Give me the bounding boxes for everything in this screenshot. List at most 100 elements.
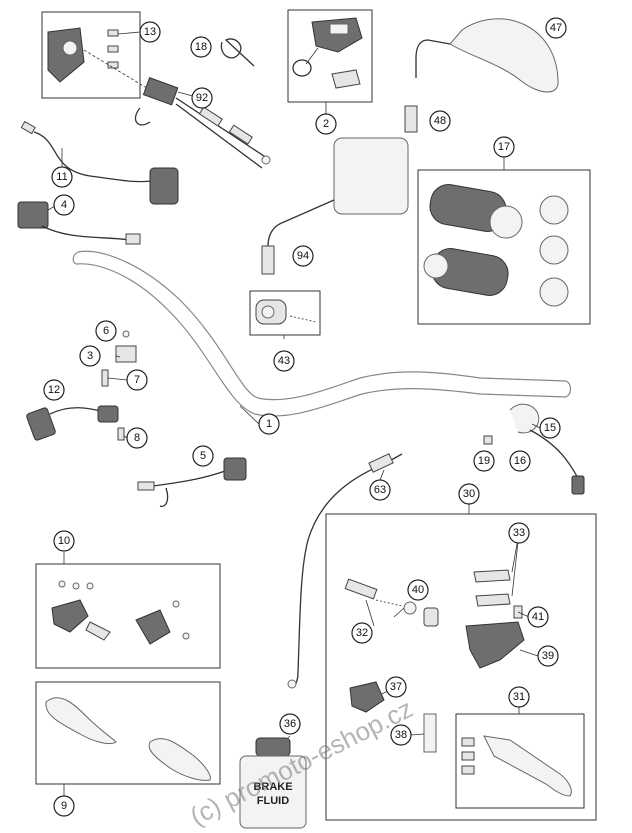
group-box-13 (41, 11, 141, 99)
callout-label: 5 (200, 450, 206, 462)
callout-8: 8 (126, 427, 148, 449)
callout-label: 18 (195, 41, 207, 53)
callout-label: 48 (434, 115, 446, 127)
callout-39: 39 (537, 645, 559, 667)
lever-bracket-parts (51, 580, 190, 645)
callout-11: 11 (51, 166, 73, 188)
callout-6: 6 (95, 320, 117, 342)
clamp (255, 299, 317, 325)
bracket-small (101, 330, 137, 387)
brake-lever (461, 735, 572, 797)
callout-9: 9 (53, 795, 75, 817)
handlebar (72, 250, 572, 417)
callout-2: 2 (315, 113, 337, 135)
callout-label: 1 (266, 418, 272, 430)
hand-guards (45, 697, 211, 781)
group-box-43 (249, 290, 321, 336)
callout-7: 7 (126, 369, 148, 391)
callout-36: 36 (279, 713, 301, 735)
callout-label: 12 (48, 384, 60, 396)
callout-47: 47 (545, 17, 567, 39)
group-box-9 (35, 681, 221, 785)
bottle-label-line1: BRAKE (253, 781, 292, 793)
callout-label: 40 (412, 584, 424, 596)
callout-label: 8 (134, 432, 140, 444)
callout-10: 10 (53, 530, 75, 552)
callout-label: 32 (356, 627, 368, 639)
callout-label: 43 (278, 355, 290, 367)
callout-1: 1 (258, 413, 280, 435)
callout-label: 36 (284, 718, 296, 730)
square-mirror (261, 137, 409, 275)
callout-label: 39 (542, 650, 554, 662)
callout-92: 92 (191, 87, 213, 109)
callout-13: 13 (139, 21, 161, 43)
spacer (404, 105, 418, 133)
callout-43: 43 (273, 350, 295, 372)
callout-48: 48 (429, 110, 451, 132)
callout-16: 16 (509, 450, 531, 472)
callout-17: 17 (493, 136, 515, 158)
callout-label: 10 (58, 535, 70, 547)
callout-label: 92 (196, 92, 208, 104)
kill-switch (17, 201, 141, 245)
callout-label: 2 (323, 118, 329, 130)
callout-94: 94 (292, 245, 314, 267)
callout-label: 41 (532, 611, 544, 623)
dashboard-switch (292, 17, 363, 89)
master-cylinder (344, 569, 525, 753)
callout-63: 63 (369, 479, 391, 501)
switch-housing (47, 27, 151, 91)
mirror (415, 18, 559, 93)
group-box-10 (35, 563, 221, 669)
brake-fluid-bottle (239, 737, 307, 829)
start-switch-cable (20, 120, 179, 205)
cable-tie (220, 38, 255, 67)
group-box-2 (287, 9, 373, 103)
callout-label: 63 (374, 484, 386, 496)
callout-30: 30 (458, 483, 480, 505)
callout-label: 37 (390, 681, 402, 693)
group-box-30 (325, 513, 597, 821)
callout-label: 17 (498, 141, 510, 153)
clamp-right (483, 403, 585, 495)
callout-5: 5 (192, 445, 214, 467)
callout-label: 33 (513, 527, 525, 539)
callout-3: 3 (79, 345, 101, 367)
callout-4: 4 (53, 194, 75, 216)
callout-41: 41 (527, 606, 549, 628)
callout-38: 38 (390, 724, 412, 746)
callout-label: 38 (395, 729, 407, 741)
callout-label: 94 (297, 250, 309, 262)
callout-label: 16 (514, 455, 526, 467)
callout-label: 4 (61, 199, 67, 211)
callout-label: 13 (144, 26, 156, 38)
grips (423, 184, 569, 307)
callout-label: 47 (550, 22, 562, 34)
wiring-harness (137, 457, 247, 507)
callout-label: 30 (463, 488, 475, 500)
callout-19: 19 (473, 450, 495, 472)
callout-18: 18 (190, 36, 212, 58)
callout-label: 11 (56, 171, 67, 183)
callout-12: 12 (43, 379, 65, 401)
throttle-cable (134, 77, 271, 169)
callout-label: 3 (87, 350, 93, 362)
brake-line (287, 453, 403, 689)
callout-label: 15 (544, 422, 556, 434)
clutch-switch-cable (26, 405, 125, 441)
callout-label: 9 (61, 800, 67, 812)
group-box-31 (455, 713, 585, 809)
callout-40: 40 (407, 579, 429, 601)
callout-label: 6 (103, 325, 109, 337)
bottle-label-line2: FLUID (257, 795, 289, 807)
callout-label: 7 (134, 374, 140, 386)
callout-label: 19 (478, 455, 490, 467)
callout-33: 33 (508, 522, 530, 544)
callout-32: 32 (351, 622, 373, 644)
callout-15: 15 (539, 417, 561, 439)
callout-label: 31 (513, 691, 525, 703)
callout-31: 31 (508, 686, 530, 708)
callout-37: 37 (385, 676, 407, 698)
